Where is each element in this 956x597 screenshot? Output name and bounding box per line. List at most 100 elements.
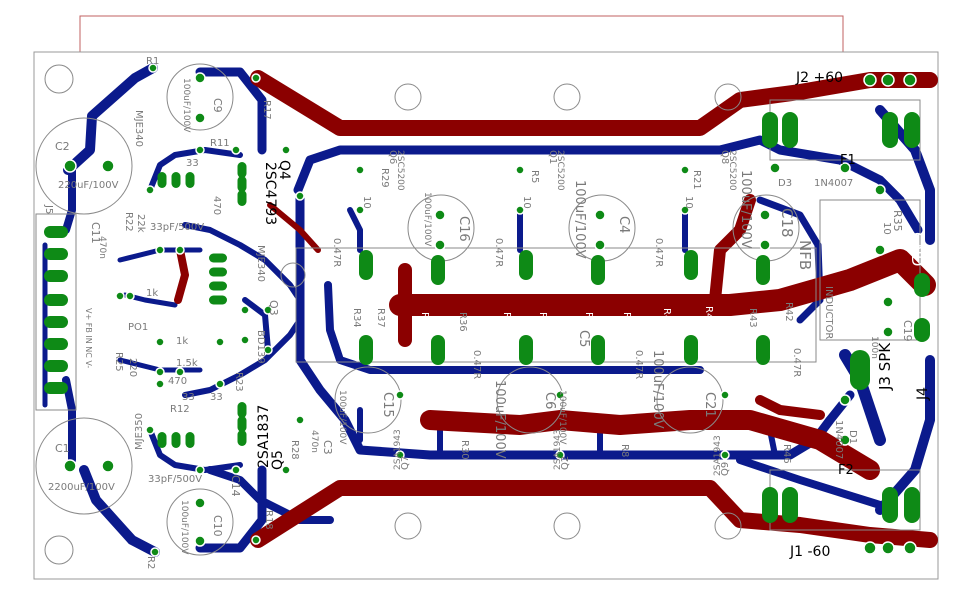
pad bbox=[240, 305, 250, 315]
pad bbox=[874, 184, 886, 196]
label-470-a: 470 bbox=[211, 196, 222, 215]
pad bbox=[680, 165, 690, 175]
label-j5: J5 bbox=[43, 204, 54, 214]
pad bbox=[395, 450, 405, 460]
label-c10-val: 100uF/100V bbox=[179, 500, 189, 555]
top-copper-layer bbox=[174, 70, 938, 548]
label-r5: R5 bbox=[529, 170, 540, 183]
pad bbox=[251, 535, 261, 545]
pad bbox=[295, 191, 305, 201]
pad bbox=[355, 205, 365, 215]
pad bbox=[903, 541, 917, 555]
pad bbox=[155, 245, 165, 255]
label-r35-val: 10 bbox=[881, 222, 892, 235]
pad bbox=[171, 432, 181, 448]
label-c11-val: 470n bbox=[97, 236, 107, 259]
label-j4: J4 bbox=[915, 387, 931, 401]
label-c15-val: 100uF/100V bbox=[337, 390, 347, 445]
label-c21-val: 100uF/100V bbox=[650, 350, 665, 429]
pad bbox=[759, 239, 771, 251]
pad bbox=[904, 112, 920, 148]
pad bbox=[762, 112, 778, 148]
pad bbox=[101, 459, 115, 473]
label-1k: 1k bbox=[176, 336, 188, 347]
label-inductor: INDUCTOR bbox=[823, 286, 834, 339]
pad bbox=[759, 209, 771, 221]
label-q3: Q3 bbox=[267, 300, 280, 316]
pad bbox=[882, 326, 894, 338]
label-f1: F1 bbox=[840, 153, 856, 168]
label-c18-val: 100uF/100V bbox=[738, 170, 753, 249]
pad bbox=[839, 162, 851, 174]
label-r8: R8 bbox=[619, 444, 630, 457]
label-j3-spk: J3 SPK bbox=[876, 342, 894, 391]
pad bbox=[175, 245, 185, 255]
label-r25: R25 bbox=[113, 352, 124, 372]
label-c19-val: 100n bbox=[869, 336, 879, 359]
label-c6-val: 100uF/100V bbox=[492, 380, 507, 459]
pad bbox=[756, 255, 770, 285]
pad bbox=[555, 450, 565, 460]
pad bbox=[145, 185, 155, 195]
pad bbox=[185, 432, 195, 448]
label-q3-val: MJE340 bbox=[255, 245, 266, 282]
pad bbox=[44, 382, 68, 394]
label-r36: R36 bbox=[457, 312, 468, 332]
pad bbox=[237, 430, 247, 446]
pad bbox=[145, 425, 155, 435]
label-q6-val: 2SC5200 bbox=[395, 150, 405, 191]
label-c6: C6 bbox=[542, 392, 557, 409]
label-c18: C18 bbox=[778, 208, 796, 238]
label-d3: D3 bbox=[778, 178, 792, 189]
pad bbox=[209, 267, 227, 277]
label-q7-val: 2SA1943 bbox=[393, 429, 403, 470]
pad bbox=[782, 487, 798, 523]
pad bbox=[295, 415, 305, 425]
pad bbox=[63, 459, 77, 473]
label-r44: R44 bbox=[661, 308, 672, 328]
pad bbox=[44, 248, 68, 260]
pad bbox=[231, 145, 241, 155]
pad bbox=[240, 335, 250, 345]
pad bbox=[591, 255, 605, 285]
pad bbox=[281, 465, 291, 475]
silkscreen-text: J2 +60 J1 -60 GND J3 SPK J4 NFB INDUCTOR… bbox=[43, 56, 931, 569]
label-r18: R18 bbox=[263, 510, 274, 530]
label-r23: R23 bbox=[233, 372, 244, 392]
label-r2: R2 bbox=[145, 556, 156, 569]
pad bbox=[44, 270, 68, 282]
label-gnd: GND bbox=[908, 232, 926, 266]
pad bbox=[195, 465, 205, 475]
pad bbox=[680, 205, 690, 215]
pad bbox=[237, 416, 247, 432]
pad bbox=[359, 250, 373, 280]
pad bbox=[157, 172, 167, 188]
label-10-b: 10 bbox=[521, 196, 532, 209]
label-d1: D1 bbox=[847, 430, 858, 444]
pad bbox=[881, 541, 895, 555]
label-q2: Q2 bbox=[560, 456, 571, 470]
label-r37: R37 bbox=[375, 308, 386, 328]
label-c9-val: 100uF/100V bbox=[181, 78, 191, 133]
pad bbox=[881, 73, 895, 87]
label-bd139: BD139 bbox=[255, 330, 266, 364]
label-c21: C21 bbox=[702, 392, 717, 418]
label-j1: J1 -60 bbox=[789, 544, 830, 560]
label-j2: J2 +60 bbox=[795, 70, 843, 86]
label-r12: R12 bbox=[170, 404, 190, 415]
label-r17: R17 bbox=[261, 100, 272, 120]
label-c4-val: 100uF/100V bbox=[572, 180, 587, 259]
pad bbox=[591, 335, 605, 365]
label-r34: R34 bbox=[351, 308, 362, 328]
pad bbox=[231, 465, 241, 475]
pad bbox=[904, 487, 920, 523]
label-047-d: 0.47R bbox=[471, 350, 482, 379]
label-q8-val: 2SC5200 bbox=[727, 150, 737, 191]
label-10-a: 10 bbox=[361, 196, 372, 209]
label-input-pins: V+ FB IN NC V- bbox=[84, 308, 93, 368]
label-r33: R33 bbox=[419, 312, 430, 332]
label-r46: R46 bbox=[781, 444, 792, 464]
label-c9: C9 bbox=[211, 98, 224, 113]
pad bbox=[431, 335, 445, 365]
pad bbox=[150, 547, 160, 557]
